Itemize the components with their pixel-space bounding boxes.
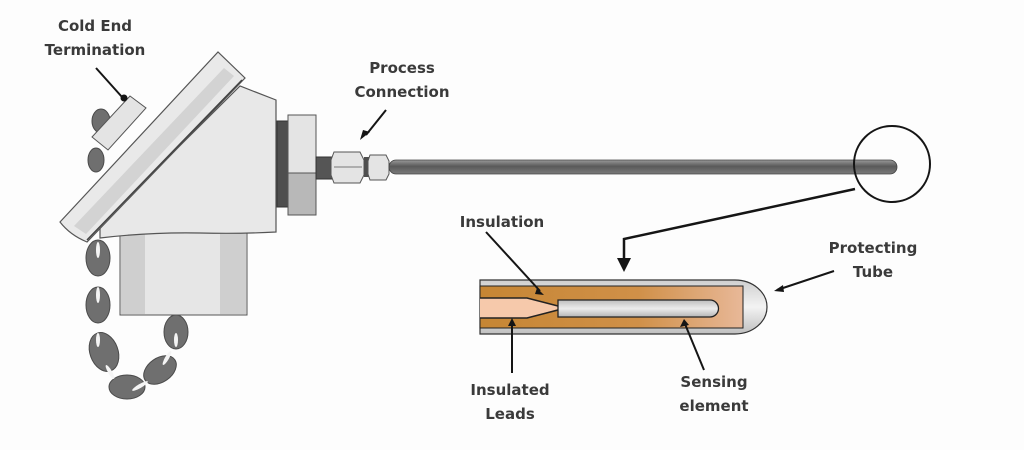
label-cold-end-line2: Termination [44, 41, 146, 59]
leader-insulation [485, 231, 541, 292]
label-process-line2: Connection [354, 83, 450, 101]
sensing-element [557, 299, 720, 318]
label-leads-line2: Leads [485, 405, 535, 423]
magnifier-pointer [617, 187, 856, 272]
connection-head [59, 51, 277, 243]
cap-chain [85, 108, 189, 400]
leader-cold-end [95, 67, 123, 98]
magnifier-circle [853, 125, 931, 203]
label-protecting-line2: Tube [852, 263, 894, 281]
insulated-leads [480, 298, 558, 318]
label-insulation-text: Insulation [459, 213, 545, 231]
label-process-connection: Process Connection [344, 56, 460, 104]
leader-process [365, 109, 387, 136]
label-insulation: Insulation [452, 210, 552, 234]
label-sensing-line2: element [679, 397, 749, 415]
leader-protecting [776, 270, 835, 291]
label-insulated-leads: Insulated Leads [460, 378, 560, 426]
leader-sensing [684, 323, 705, 371]
process-connection-fitting [315, 151, 390, 184]
probe-rod [388, 159, 898, 175]
label-sensing-line1: Sensing [680, 373, 748, 391]
probe-cutaway [479, 279, 768, 335]
label-leads-line1: Insulated [470, 381, 550, 399]
label-protecting-line1: Protecting [828, 239, 918, 257]
label-process-line1: Process [369, 59, 435, 77]
label-protecting-tube: Protecting Tube [818, 236, 928, 284]
head-lower-body [119, 232, 248, 316]
head-gland-nut [276, 114, 317, 216]
label-sensing-element: Sensing element [664, 370, 764, 418]
label-cold-end-line1: Cold End [57, 17, 133, 35]
label-cold-end-termination: Cold End Termination [30, 14, 160, 62]
